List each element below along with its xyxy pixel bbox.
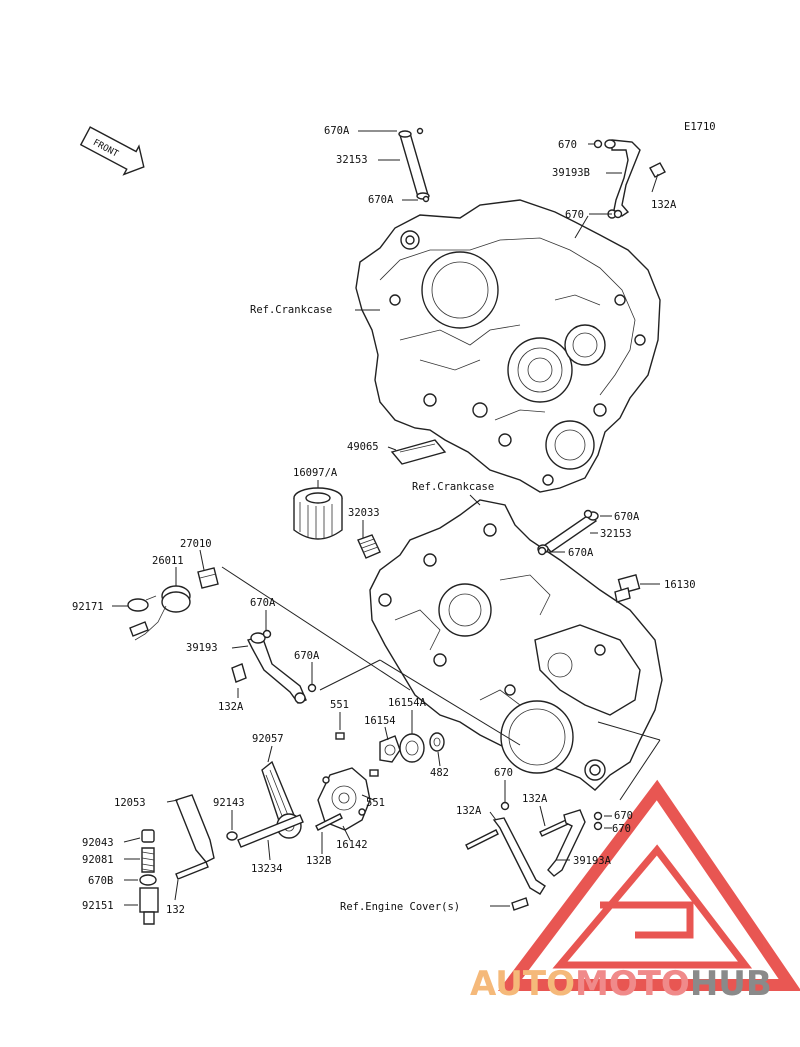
- sensor-16130: [614, 574, 641, 603]
- watermark-auto: AUTO: [470, 964, 575, 1004]
- label-39193A: 39193A: [573, 855, 612, 867]
- label-ref-engine-cover: Ref.Engine Cover(s): [340, 901, 460, 913]
- upper-crankcase: [355, 199, 661, 493]
- label-16154: 16154: [364, 715, 396, 727]
- label-32033: 32033: [348, 507, 380, 519]
- gasket-49065: [390, 439, 447, 465]
- label-670: 670: [494, 767, 513, 779]
- pins-551: [335, 732, 379, 777]
- label-670A: 670A: [324, 125, 350, 137]
- watermark-logo: [497, 779, 800, 991]
- tensioner-12053: [175, 794, 215, 863]
- label-92143: 92143: [213, 797, 245, 809]
- label-551: 551: [330, 699, 349, 711]
- pin-92043: [141, 829, 155, 843]
- label-670: 670: [558, 139, 577, 151]
- label-132A: 132A: [651, 199, 677, 211]
- label-92151: 92151: [82, 900, 114, 912]
- label-670A: 670A: [614, 511, 640, 523]
- label-92057: 92057: [252, 733, 284, 745]
- shaft-13234: [237, 814, 304, 848]
- rotor-16154: [379, 735, 401, 763]
- svg-text:AUTOMOTOHUB: AUTOMOTOHUB: [470, 964, 772, 1004]
- label-39193: 39193: [186, 642, 218, 654]
- label-32153: 32153: [336, 154, 368, 166]
- pipe-39193B: [604, 139, 666, 219]
- label-670A: 670A: [250, 597, 276, 609]
- label-92171: 92171: [72, 601, 104, 613]
- label-13234: 13234: [251, 863, 283, 875]
- label-32153: 32153: [600, 528, 632, 540]
- label-16130: 16130: [664, 579, 696, 591]
- label-132: 132: [166, 904, 185, 916]
- sensor-26011: [129, 585, 191, 641]
- oil-pump-16142: [317, 767, 371, 831]
- label-132A: 132A: [456, 805, 482, 817]
- leader-lines: [112, 130, 661, 907]
- watermark-hub: HUB: [690, 964, 772, 1004]
- label-132A: 132A: [218, 701, 244, 713]
- label-27010: 27010: [180, 538, 212, 550]
- diagram-id: E1710: [684, 121, 716, 133]
- label-49065: 49065: [347, 441, 379, 453]
- spring-92081: [141, 847, 155, 873]
- fitting-32033: [357, 534, 381, 559]
- clamp-92171: [127, 595, 157, 612]
- label-12053: 12053: [114, 797, 146, 809]
- watermark-text: AUTOMOTOHUB: [470, 964, 772, 1004]
- pipe-32153-upper: [398, 130, 430, 200]
- label-670B: 670B: [88, 875, 113, 887]
- label-670A: 670A: [294, 650, 320, 662]
- plug-92151: [139, 887, 159, 925]
- label-482: 482: [430, 767, 449, 779]
- label-670A: 670A: [368, 194, 394, 206]
- oil-filter-16097A: [293, 487, 343, 540]
- label-39193B: 39193B: [552, 167, 590, 179]
- label-92043: 92043: [82, 837, 114, 849]
- label-670: 670: [565, 209, 584, 221]
- collar-92143: [226, 831, 238, 841]
- label-ref-crankcase: Ref.Crankcase: [250, 304, 332, 316]
- rotor-16154A: [399, 733, 425, 763]
- label-92081: 92081: [82, 854, 114, 866]
- lower-crankcase: [369, 499, 663, 791]
- label-ref-crankcase: Ref.Crankcase: [412, 481, 494, 493]
- label-26011: 26011: [152, 555, 184, 567]
- label-551: 551: [366, 797, 385, 809]
- pipe-39193A: [492, 809, 586, 895]
- label-670: 670: [614, 810, 633, 822]
- part-labels: 670A 32153 670A 670 39193B 132A 670 Ref.…: [72, 125, 696, 916]
- label-16142: 16142: [336, 839, 368, 851]
- pipe-39193: [231, 632, 307, 704]
- label-16154A: 16154A: [388, 697, 427, 709]
- washer-482: [429, 732, 445, 752]
- o-rings: [139, 127, 623, 886]
- switch-27010: [197, 567, 219, 589]
- label-16097A: 16097/A: [293, 467, 338, 479]
- label-132B: 132B: [306, 855, 331, 867]
- watermark-moto: MOTO: [575, 964, 690, 1004]
- front-arrow-icon: FRONT: [79, 126, 145, 176]
- label-670: 670: [612, 823, 631, 835]
- label-670A: 670A: [568, 547, 594, 559]
- label-132A: 132A: [522, 793, 548, 805]
